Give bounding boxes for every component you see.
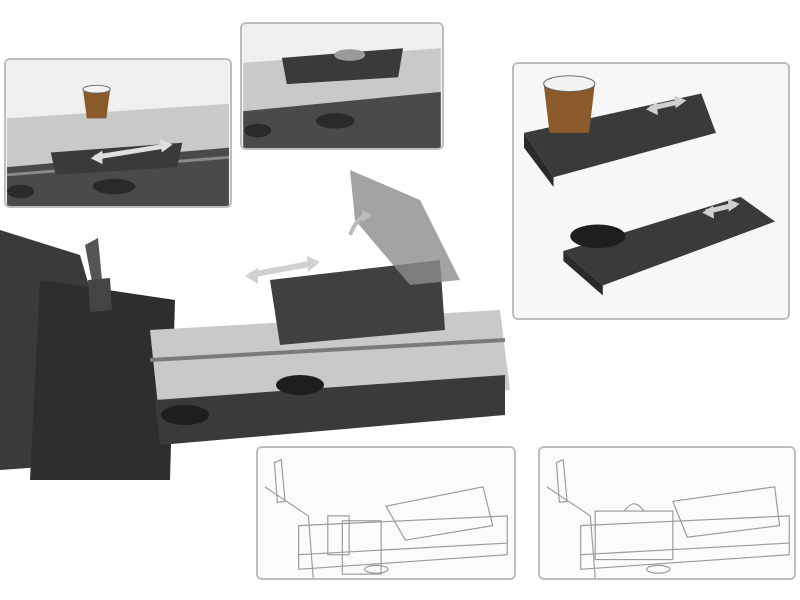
detail-panel-cupholder-closed (4, 58, 232, 208)
coffee-cup-icon (82, 84, 111, 119)
center-console-illustration (0, 170, 510, 480)
curved-arrow-icon (348, 210, 372, 236)
double-arrow-icon (646, 95, 687, 116)
sliding-tray (281, 48, 404, 85)
main-console-scene (0, 160, 520, 490)
console-line-drawing-alt (546, 458, 790, 578)
armrest-base (270, 260, 445, 345)
detail-panel-cupholder-open (240, 22, 444, 150)
double-arrow-icon (702, 198, 740, 219)
gear-shifter-icon (85, 238, 112, 312)
cup-recess-icon (570, 224, 626, 249)
double-arrow-icon (245, 256, 320, 284)
armrest-lid (350, 170, 460, 285)
cup-recess-icon (161, 405, 209, 425)
cup-recess-icon (92, 178, 136, 195)
double-arrow-icon (90, 138, 173, 165)
detail-panel-module (512, 62, 790, 320)
console-top-illustration (243, 24, 441, 148)
line-drawing-panel-2 (538, 446, 796, 580)
cup-recess-icon (334, 49, 366, 61)
module-empty (563, 196, 776, 296)
cupholder-module-illustration (514, 64, 788, 318)
module-with-cup (524, 75, 716, 188)
coffee-cup-icon (543, 75, 596, 133)
line-drawing-panel-1 (256, 446, 516, 580)
console-cupholder-illustration (6, 60, 230, 206)
console-line-drawing (264, 458, 508, 578)
